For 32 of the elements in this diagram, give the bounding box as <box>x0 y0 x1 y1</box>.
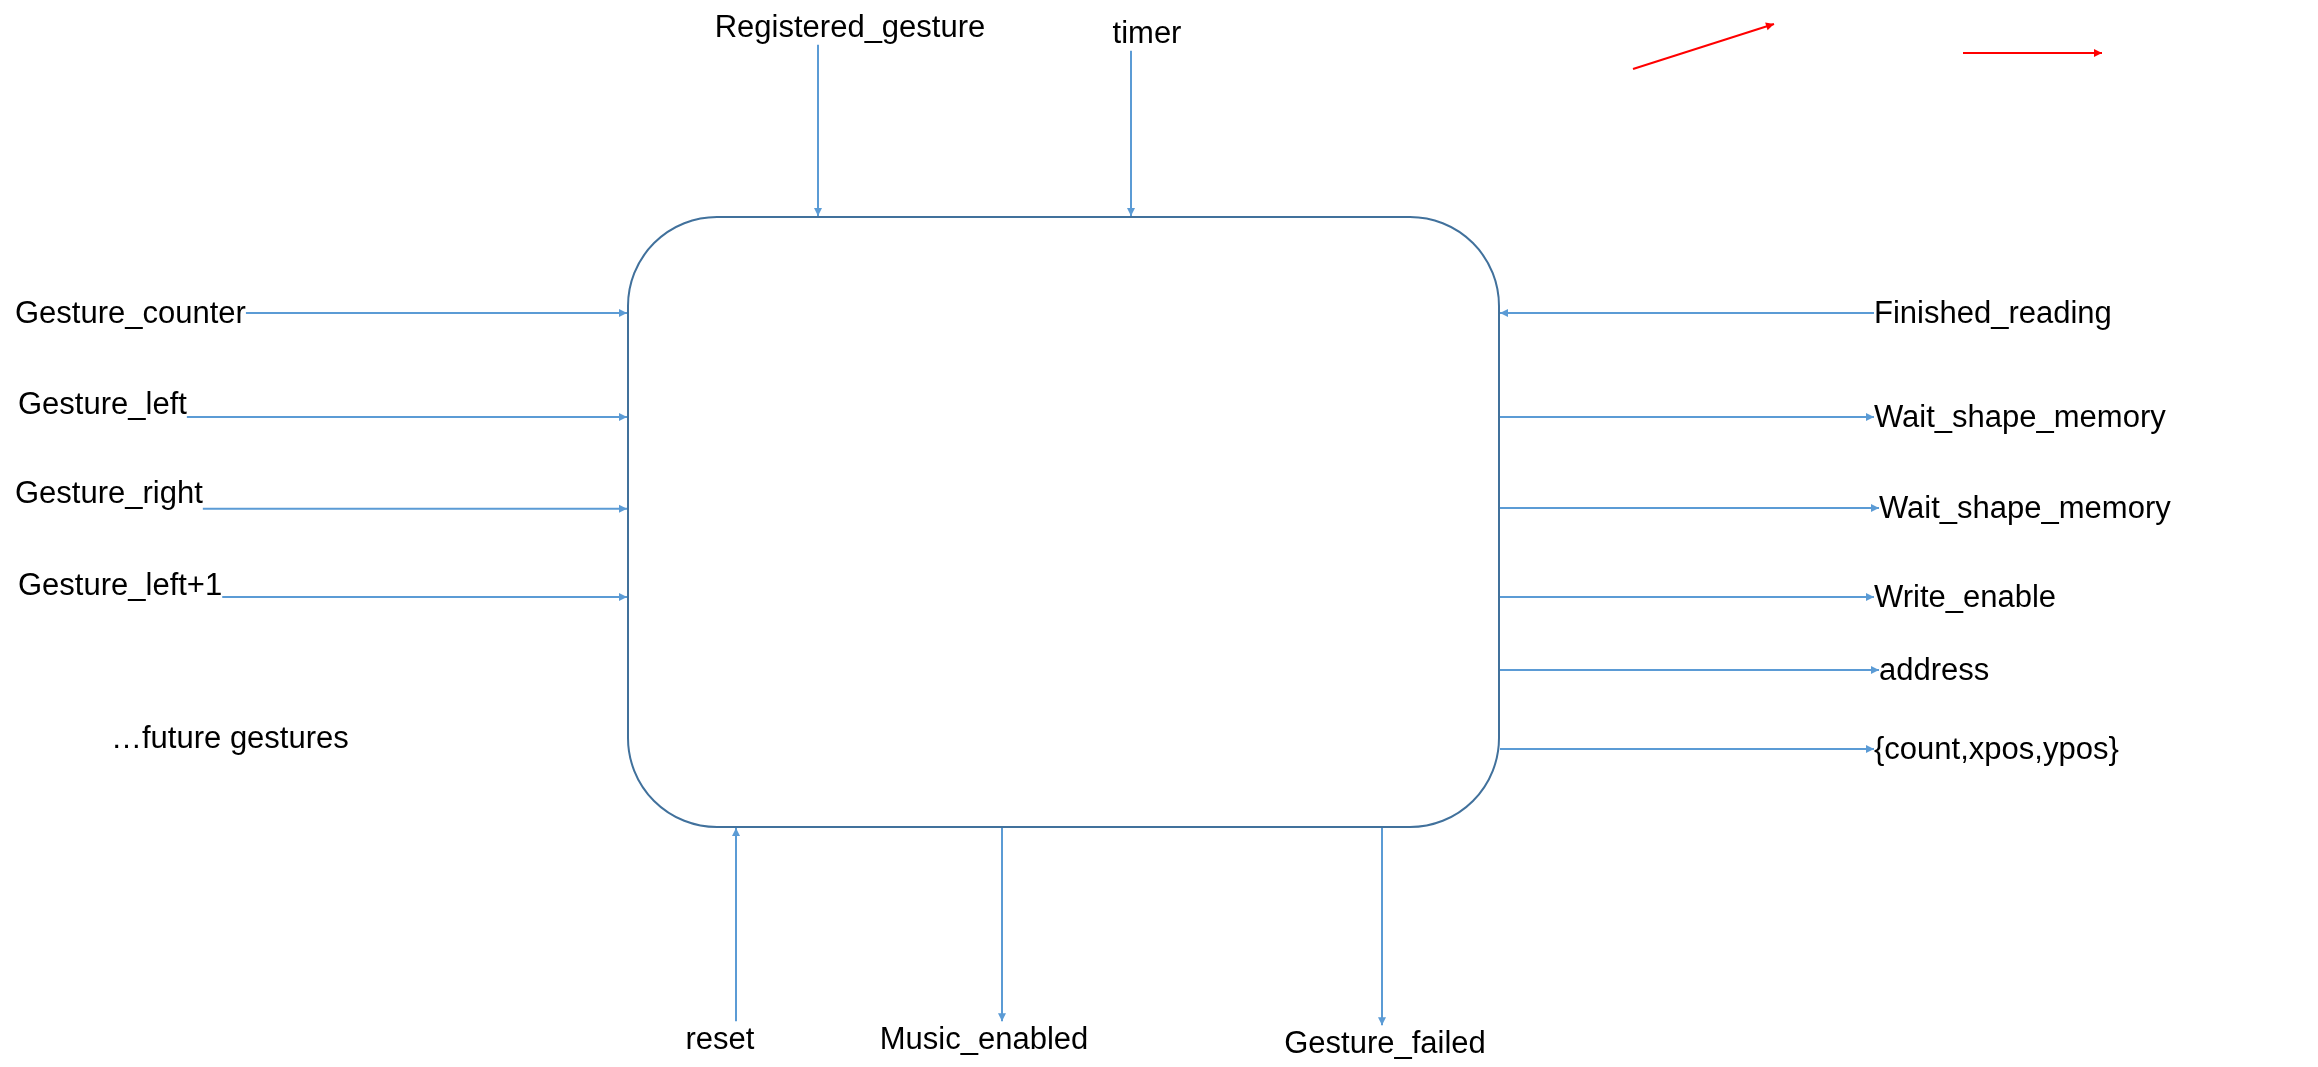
signal-label: Gesture_left <box>18 386 187 422</box>
signal-label: Music_enabled <box>879 1021 1089 1057</box>
signal-label: Gesture_right <box>15 475 203 511</box>
arrow <box>201 504 628 513</box>
arrow <box>814 43 822 217</box>
signal-label: Gesture_failed <box>1284 1025 1486 1061</box>
arrow <box>1499 666 1880 674</box>
note-text: …future gestures <box>111 720 349 756</box>
arrow <box>1499 504 1880 512</box>
signal-label: Registered_gesture <box>714 9 986 45</box>
arrow <box>221 593 628 601</box>
arrow <box>244 309 628 317</box>
module-block <box>627 216 1500 828</box>
signal-label: timer <box>1112 15 1182 51</box>
signal-label: Wait_shape_memory <box>1879 490 2171 526</box>
arrow <box>185 413 628 421</box>
signal-label: Gesture_left+1 <box>18 567 223 603</box>
arrow <box>1378 827 1386 1027</box>
signal-label: Wait_shape_memory <box>1874 399 2166 435</box>
arrow <box>998 827 1006 1023</box>
signal-label: Write_enable <box>1874 579 2057 615</box>
signal-label: Gesture_counter <box>15 295 246 331</box>
arrow <box>1127 49 1135 217</box>
arrow <box>1499 309 1875 317</box>
arrow <box>1499 593 1875 601</box>
arrow <box>1499 745 1875 753</box>
signal-label: {count,xpos,ypos} <box>1874 731 2119 767</box>
arrow <box>1499 413 1875 421</box>
signal-label: address <box>1879 652 1990 688</box>
signal-label: Finished_reading <box>1874 295 2112 331</box>
arrow <box>732 827 740 1023</box>
signal-label: reset <box>685 1021 755 1057</box>
